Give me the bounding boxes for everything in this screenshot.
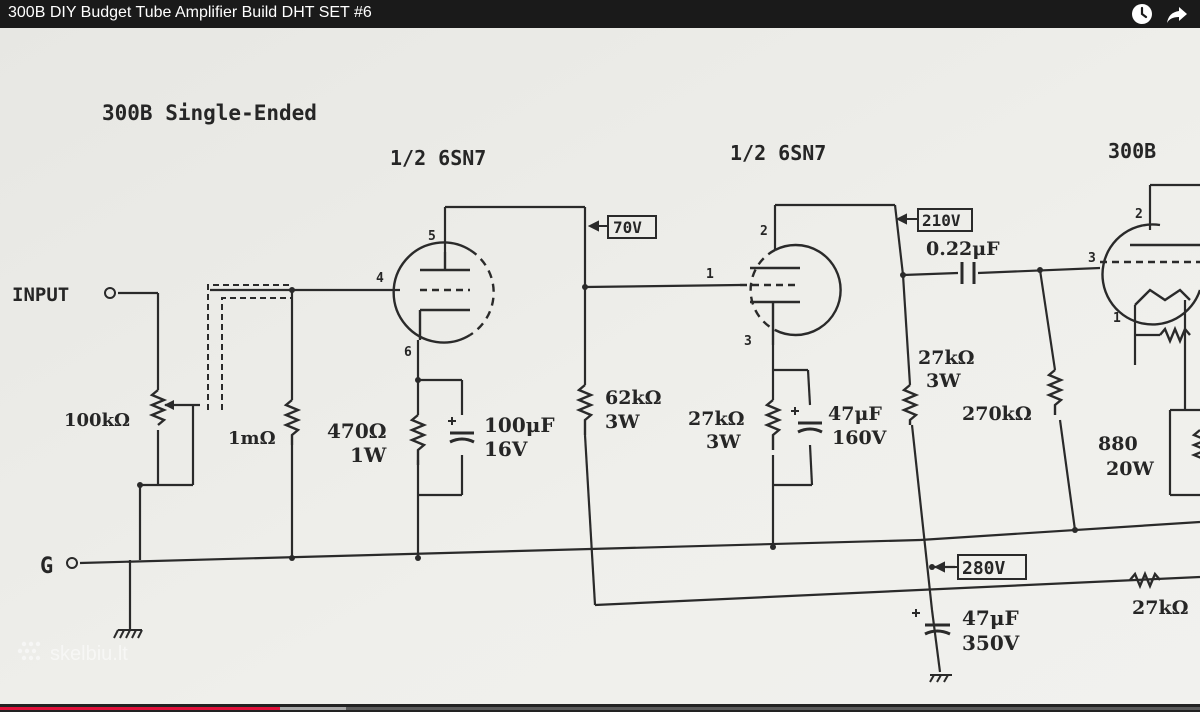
tube3-envelope	[1101, 223, 1200, 326]
rk3-zigzag	[1190, 429, 1200, 459]
pin-t3-plate: 2	[1135, 207, 1143, 222]
tube2-envelope	[774, 243, 842, 337]
watermark: skelbiu.lt	[17, 641, 128, 665]
series-r-zigzag	[1129, 570, 1161, 590]
input-label: INPUT	[12, 284, 69, 306]
schematic-title: 300B Single-Ended	[102, 101, 317, 125]
watermark-dots-icon	[17, 641, 41, 661]
tube2-label: 1/2 6SN7	[730, 141, 826, 165]
tube1-label: 1/2 6SN7	[390, 146, 486, 170]
rk2-power: 3W	[706, 431, 741, 453]
progress-scrubber[interactable]	[275, 704, 285, 712]
filament-r-zigzag	[1159, 325, 1191, 345]
progress-bar[interactable]	[0, 704, 1200, 712]
video-title-bar: 300B DIY Budget Tube Amplifier Build DHT…	[0, 0, 1200, 28]
schematic-paper	[0, 28, 1200, 704]
video-title[interactable]: 300B DIY Budget Tube Amplifier Build DHT…	[8, 4, 372, 21]
v1-voltage: 70V	[613, 218, 642, 237]
rk3-value: 880	[1098, 433, 1138, 455]
progress-track[interactable]	[0, 707, 1200, 710]
polarity-marks	[448, 407, 920, 617]
grid-leak-label: 1mΩ	[228, 428, 276, 449]
ck1-value: 100μF	[484, 413, 555, 437]
watermark-text: skelbiu.lt	[50, 643, 128, 665]
rload1-value: 62kΩ	[605, 387, 662, 409]
rk2-value: 27kΩ	[688, 408, 745, 430]
pot-label: 100kΩ	[64, 410, 130, 431]
rk3-power: 20W	[1106, 458, 1154, 480]
supply-cap-value: 47μF	[962, 606, 1019, 630]
rk1-zigzag	[408, 414, 428, 465]
pin-t1-grid: 4	[376, 271, 384, 286]
supply-cap-voltage: 350V	[962, 631, 1020, 655]
rload1-power: 3W	[605, 411, 640, 433]
rload2-power: 3W	[926, 370, 961, 392]
series-r-label: 27kΩ	[1132, 597, 1189, 619]
pin-t3-grid: 3	[1088, 251, 1096, 266]
share-arrow-icon[interactable]	[1165, 2, 1189, 26]
ck2-voltage: 160V	[832, 427, 888, 449]
supply-voltage: 280V	[962, 558, 1006, 579]
pin-t2-cathode: 3	[744, 334, 752, 349]
ck1-voltage: 16V	[484, 437, 528, 461]
ground-label: G	[40, 554, 53, 579]
voltage-markers	[587, 208, 1027, 580]
progress-played	[0, 707, 280, 710]
rk1-value: 470Ω	[327, 419, 387, 443]
rload2-zigzag	[900, 384, 920, 425]
shield-dashed-line	[207, 284, 292, 410]
clock-icon[interactable]	[1130, 2, 1154, 26]
junction-dots	[137, 267, 1078, 570]
pin-t2-plate: 2	[760, 224, 768, 239]
r270k-zigzag	[1045, 369, 1065, 415]
ck2-value: 47μF	[828, 403, 882, 425]
pot-100k-zigzag	[148, 389, 168, 426]
rload2-value: 27kΩ	[918, 347, 975, 369]
r270k-label: 270kΩ	[962, 403, 1032, 425]
rload1-zigzag	[575, 384, 595, 435]
schematic-wires	[79, 183, 1200, 673]
video-frame[interactable]: 300B Single-Ended 1/2 6SN7 1/2 6SN7 300B…	[0, 28, 1200, 704]
tube3-label: 300B	[1108, 139, 1156, 163]
pot-wiper-arrow	[164, 400, 174, 410]
ground-terminal	[66, 557, 78, 569]
coupling-cap-label: 0.22μF	[926, 238, 1000, 260]
tube-symbols	[392, 223, 1200, 345]
tube1-envelope	[392, 241, 471, 344]
grid-leak-zigzag	[282, 399, 302, 445]
pin-t1-plate: 5	[428, 229, 436, 244]
pin-t3-fil: 1	[1113, 311, 1121, 326]
rk1-power: 1W	[350, 443, 387, 467]
pin-t2-grid: 1	[706, 267, 714, 282]
ground-symbols	[113, 629, 952, 683]
resistor-symbols	[148, 325, 1200, 590]
rk2-zigzag	[763, 399, 783, 450]
v2-voltage: 210V	[922, 211, 961, 230]
pin-t1-cathode: 6	[404, 345, 412, 360]
capacitor-symbols	[449, 262, 976, 636]
input-terminal	[104, 287, 116, 299]
